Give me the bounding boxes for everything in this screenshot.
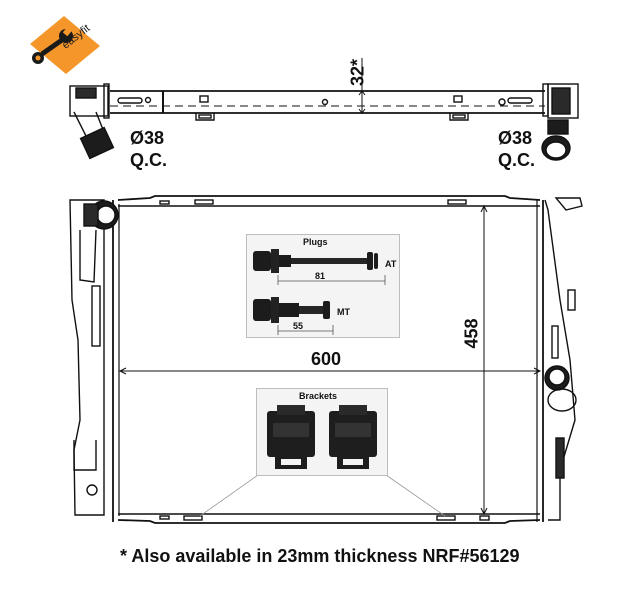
- wrench-icon: [30, 16, 100, 74]
- plugs-inset: Plugs AT 81 MT 55: [246, 234, 400, 338]
- at-plug-image: [253, 249, 386, 335]
- bracket-right: [329, 405, 377, 469]
- right-port-type: Q.C.: [498, 150, 536, 170]
- brackets-inset: Brackets: [256, 388, 388, 476]
- width-dimension: 600: [311, 349, 342, 369]
- mt-plug-length: 55: [293, 321, 304, 331]
- thickness-dimension: 32*: [347, 58, 368, 87]
- front-view: [69, 195, 583, 524]
- at-plug-label: AT: [385, 259, 397, 269]
- top-view: [110, 58, 545, 121]
- top-left-connector: [69, 83, 115, 160]
- at-plug-length: 81: [315, 271, 326, 281]
- right-port-diameter: Ø38: [498, 128, 533, 148]
- top-right-connector: [541, 83, 579, 161]
- height-dimension: 458: [461, 318, 482, 349]
- brackets-title: Brackets: [299, 391, 338, 401]
- thickness-footnote: * Also available in 23mm thickness NRF#5…: [120, 546, 520, 566]
- bracket-images: [267, 405, 377, 469]
- easyfit-logo: easyfit: [22, 14, 102, 74]
- bracket-left: [267, 405, 315, 469]
- left-port-type: Q.C.: [130, 150, 168, 170]
- left-port-diameter: Ø38: [130, 128, 165, 148]
- plugs-title: Plugs: [303, 237, 328, 247]
- mt-plug-label: MT: [337, 307, 350, 317]
